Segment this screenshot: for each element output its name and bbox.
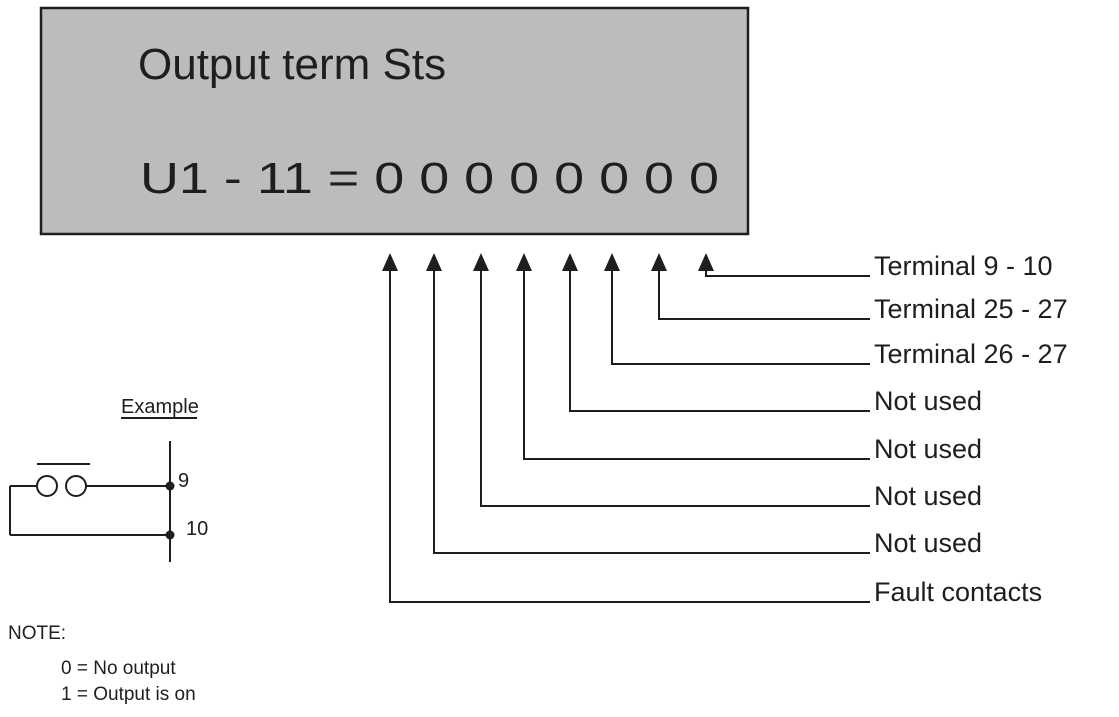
- terminal-10-dot: [165, 530, 175, 540]
- leader-line: [705, 269, 870, 277]
- contact-right-icon: [65, 475, 87, 497]
- output-label: Not used: [874, 386, 982, 416]
- output-label: Not used: [874, 434, 982, 464]
- output-label: Not used: [874, 481, 982, 511]
- terminal-10-label: 10: [186, 518, 208, 540]
- arrow-up-icon: [562, 253, 578, 271]
- display-panel: [39, 6, 750, 236]
- display-value: U1 - 11 = 0 0 0 0 0 0 0 0: [140, 154, 719, 203]
- output-label: Not used: [874, 528, 982, 558]
- arrow-up-icon: [651, 253, 667, 271]
- arrow-up-icon: [426, 253, 442, 271]
- terminal-9-dot: [165, 481, 175, 491]
- leader-line: [569, 269, 870, 412]
- leader-line: [389, 269, 870, 603]
- leader-line: [433, 269, 870, 554]
- terminal-9-label: 9: [178, 470, 189, 492]
- leader-line: [611, 269, 870, 365]
- arrow-up-icon: [473, 253, 489, 271]
- display-title: Output term Sts: [138, 40, 446, 89]
- bit-leader-lines: Terminal 9 - 10 Terminal 25 - 27 Terminal …: [382, 251, 1068, 607]
- note: NOTE: 0 = No output 1 = Output is on: [8, 623, 196, 705]
- note-title: NOTE:: [8, 623, 66, 644]
- arrow-up-icon: [382, 253, 398, 271]
- example-title: Example: [121, 396, 199, 418]
- contact-left-icon: [36, 475, 58, 497]
- output-label: Terminal 26 - 27: [874, 339, 1068, 369]
- output-label: Fault contacts: [874, 577, 1042, 607]
- arrow-up-icon: [604, 253, 620, 271]
- arrow-up-icon: [698, 253, 714, 271]
- output-label: Terminal 9 - 10: [874, 251, 1053, 281]
- arrow-up-icon: [516, 253, 532, 271]
- leader-line: [480, 269, 870, 507]
- leader-line: [658, 269, 870, 320]
- output-label: Terminal 25 - 27: [874, 294, 1068, 324]
- leader-line: [523, 269, 870, 460]
- note-line-0: 0 = No output: [61, 658, 176, 679]
- example-circuit: Example 9 10: [9, 396, 208, 562]
- note-line-1: 1 = Output is on: [61, 684, 196, 705]
- lcd-display: Output term Sts U1 - 11 = 0 0 0 0 0 0 0 …: [39, 6, 750, 236]
